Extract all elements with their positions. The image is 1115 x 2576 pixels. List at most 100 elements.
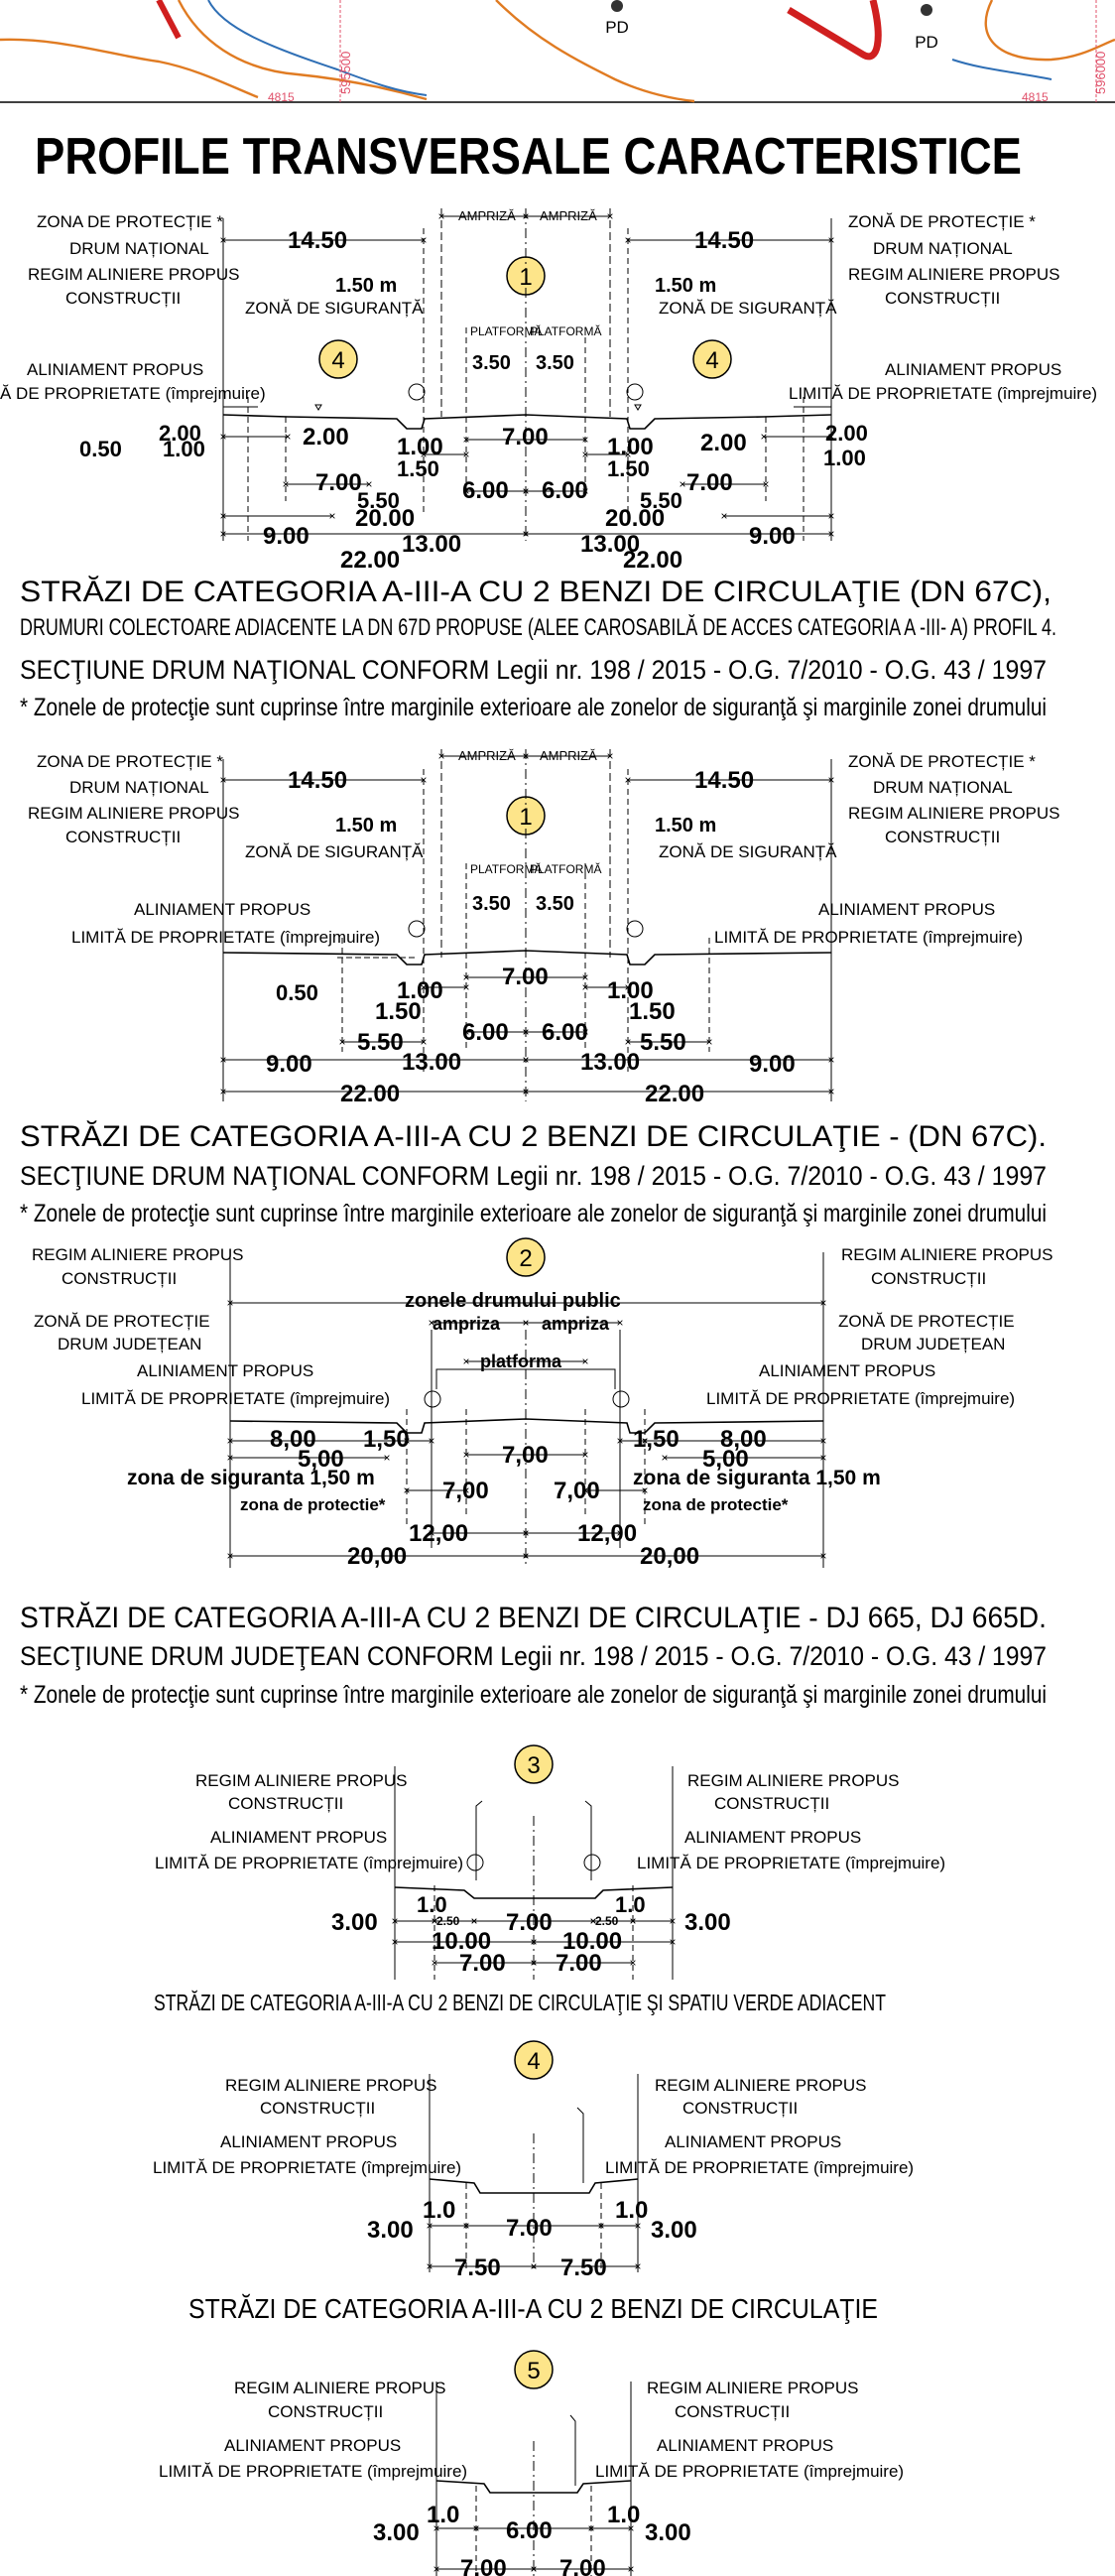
dim-label: 1,50 xyxy=(633,1426,680,1453)
page-title: PROFILE TRANSVERSALE CARACTERISTICE xyxy=(35,128,1022,186)
dim-label: 7.00 xyxy=(460,2555,507,2576)
dim-label: 22.00 xyxy=(645,1081,704,1107)
dim-label: 0.50 xyxy=(79,437,122,461)
side-marker-number: 4 xyxy=(331,347,344,374)
dim-label: 22.00 xyxy=(623,547,682,574)
map-grid-label: 595500 xyxy=(338,52,353,94)
label-zona-siguranta: ZONĂ DE SIGURANȚĂ xyxy=(245,842,424,861)
dim-label: 7.00 xyxy=(502,424,549,451)
side-marker xyxy=(692,339,732,379)
label-limita-proprietate: Ă DE PROPRIETATE (împrejmuire) xyxy=(0,384,266,403)
label-constructii: CONSTRUCȚII xyxy=(65,828,181,846)
label-zona-protectie: ZONĂ DE PROTECȚIE * xyxy=(848,212,1036,231)
dim-label: 1.0 xyxy=(417,1892,447,1917)
label-platforma: platforma xyxy=(480,1352,562,1371)
utility-pole-icon xyxy=(921,4,932,16)
dim-label: 1.00 xyxy=(397,434,443,460)
label-zona-siguranta: zona de siguranta 1,50 m xyxy=(127,1467,375,1489)
dim-label: 2.00 xyxy=(700,430,747,456)
label-zona-protectie: ZONA DE PROTECȚIE * xyxy=(37,212,223,231)
label-ampriza: AMPRIZĂ xyxy=(540,208,597,223)
profile-caption: STRĂZI DE CATEGORIA A-III-A CU 2 BENZI D… xyxy=(20,1120,1047,1153)
utility-pole-icon xyxy=(611,0,623,12)
dim-label: 1.00 xyxy=(823,446,866,470)
dim-label: 0.50 xyxy=(276,980,318,1005)
dim-label: 3.00 xyxy=(651,2217,697,2244)
map-grid-label: 4815 xyxy=(268,90,295,104)
label-regim-aliniere: REGIM ALINIERE PROPUS xyxy=(225,2076,437,2095)
dim-label: 1.50 m xyxy=(655,815,716,837)
label-limita-proprietate: LIMITĂ DE PROPRIETATE (împrejmuire) xyxy=(71,928,380,947)
dim-label: 13.00 xyxy=(402,531,461,558)
label-ampriza: ampriza xyxy=(542,1314,610,1334)
dim-label: 7.00 xyxy=(459,1950,506,1977)
dim-label: 1.50 xyxy=(629,998,676,1025)
dim-label: 3.50 xyxy=(536,352,574,374)
label-aliniament: ALINIAMENT PROPUS xyxy=(220,2132,397,2151)
profile-caption: * Zonele de protecţie sunt cuprinse într… xyxy=(20,1200,1047,1227)
dim-label: 1.50 xyxy=(375,998,422,1025)
label-drum-judetean: DRUM JUDEȚEAN xyxy=(861,1335,1005,1353)
label-limita-proprietate: LIMITĂ DE PROPRIETATE (împrejmuire) xyxy=(706,1389,1015,1408)
dim-label: 9.00 xyxy=(266,1051,312,1078)
dim-label: 20.00 xyxy=(605,505,665,532)
dim-label: 20,00 xyxy=(640,1543,699,1570)
dim-label: 6.00 xyxy=(542,477,588,504)
label-constructii: CONSTRUCȚII xyxy=(871,1269,986,1288)
dim-label: 12,00 xyxy=(577,1520,637,1547)
label-drum-national: DRUM NAȚIONAL xyxy=(69,239,209,258)
dim-label: 3.00 xyxy=(373,2519,420,2546)
dim-label: 6.00 xyxy=(462,477,509,504)
label-constructii: CONSTRUCȚII xyxy=(714,1794,829,1813)
dim-label: 5,00 xyxy=(298,1446,344,1473)
dim-label: 1.50 xyxy=(607,456,650,481)
label-drum-national: DRUM NAȚIONAL xyxy=(69,778,209,797)
dim-label: 13.00 xyxy=(580,531,640,558)
dim-label: 7.50 xyxy=(454,2254,501,2281)
label-zona-siguranta: ZONĂ DE SIGURANȚĂ xyxy=(659,842,837,861)
dim-label: 1.0 xyxy=(615,2197,648,2224)
label-limita-proprietate: LIMITĂ DE PROPRIETATE (împrejmuire) xyxy=(595,2462,904,2481)
side-marker-number: 4 xyxy=(705,347,718,374)
dim-label: 6.00 xyxy=(506,2517,553,2544)
profile-1: 1 4 4 xyxy=(0,208,1097,721)
dim-label: 1.00 xyxy=(607,977,654,1004)
label-zona-siguranta: ZONĂ DE SIGURANȚĂ xyxy=(659,299,837,318)
profile-marker-number: 4 xyxy=(527,2048,540,2075)
dim-label: 7.00 xyxy=(686,469,733,496)
map-grid-label: 596000 xyxy=(1093,52,1108,94)
dim-label: 22.00 xyxy=(340,547,400,574)
dim-label: 7.50 xyxy=(560,2254,607,2281)
profile-2: 2 xyxy=(20,1237,1053,1709)
dim-label: 7.00 xyxy=(556,1950,602,1977)
label-aliniament: ALINIAMENT PROPUS xyxy=(657,2436,833,2455)
dim-label: 5.50 xyxy=(357,488,400,513)
label-regim-aliniere: REGIM ALINIERE PROPUS xyxy=(28,265,240,284)
dim-label: 1.50 m xyxy=(335,815,397,837)
dim-label: 3.50 xyxy=(472,893,511,915)
dim-label: 8,00 xyxy=(720,1426,767,1453)
side-marker xyxy=(318,339,358,379)
dim-label: 9.00 xyxy=(263,523,310,550)
label-zona-protectie: zona de protectie* xyxy=(240,1495,386,1514)
dim-label: 14.50 xyxy=(694,227,754,254)
dim-label: 3.00 xyxy=(367,2217,414,2244)
map-grid-label: 4815 xyxy=(1022,90,1049,104)
label-limita-proprietate: LIMITĂ DE PROPRIETATE (împrejmuire) xyxy=(637,1854,945,1872)
dim-label: 10.00 xyxy=(562,1928,622,1955)
profile-caption: * Zonele de protecţie sunt cuprinse într… xyxy=(20,694,1047,721)
profile-caption: STRĂZI DE CATEGORIA A-III-A CU 2 BENZI D… xyxy=(20,576,1052,608)
profile-caption: SECŢIUNE DRUM NAŢIONAL CONFORM Legii nr.… xyxy=(20,1161,1047,1191)
dim-label: 3.50 xyxy=(536,893,574,915)
dim-label: 14.50 xyxy=(694,767,754,794)
dim-label: 7,00 xyxy=(502,1442,549,1469)
dim-label: 13.00 xyxy=(580,1049,640,1076)
label-zona-siguranta: zona de siguranta 1,50 m xyxy=(633,1467,881,1489)
dim-label: 20.00 xyxy=(355,505,415,532)
label-drum-national: DRUM NAȚIONAL xyxy=(873,778,1013,797)
label-drum-judetean: DRUM JUDEȚEAN xyxy=(58,1335,201,1353)
dim-label: 22.00 xyxy=(340,1081,400,1107)
profile-caption: STRĂZI DE CATEGORIA A-III-A CU 2 BENZI D… xyxy=(154,1990,886,2015)
label-platforma: PLATFORMĂ xyxy=(470,323,542,338)
dim-label: 5,00 xyxy=(702,1446,749,1473)
